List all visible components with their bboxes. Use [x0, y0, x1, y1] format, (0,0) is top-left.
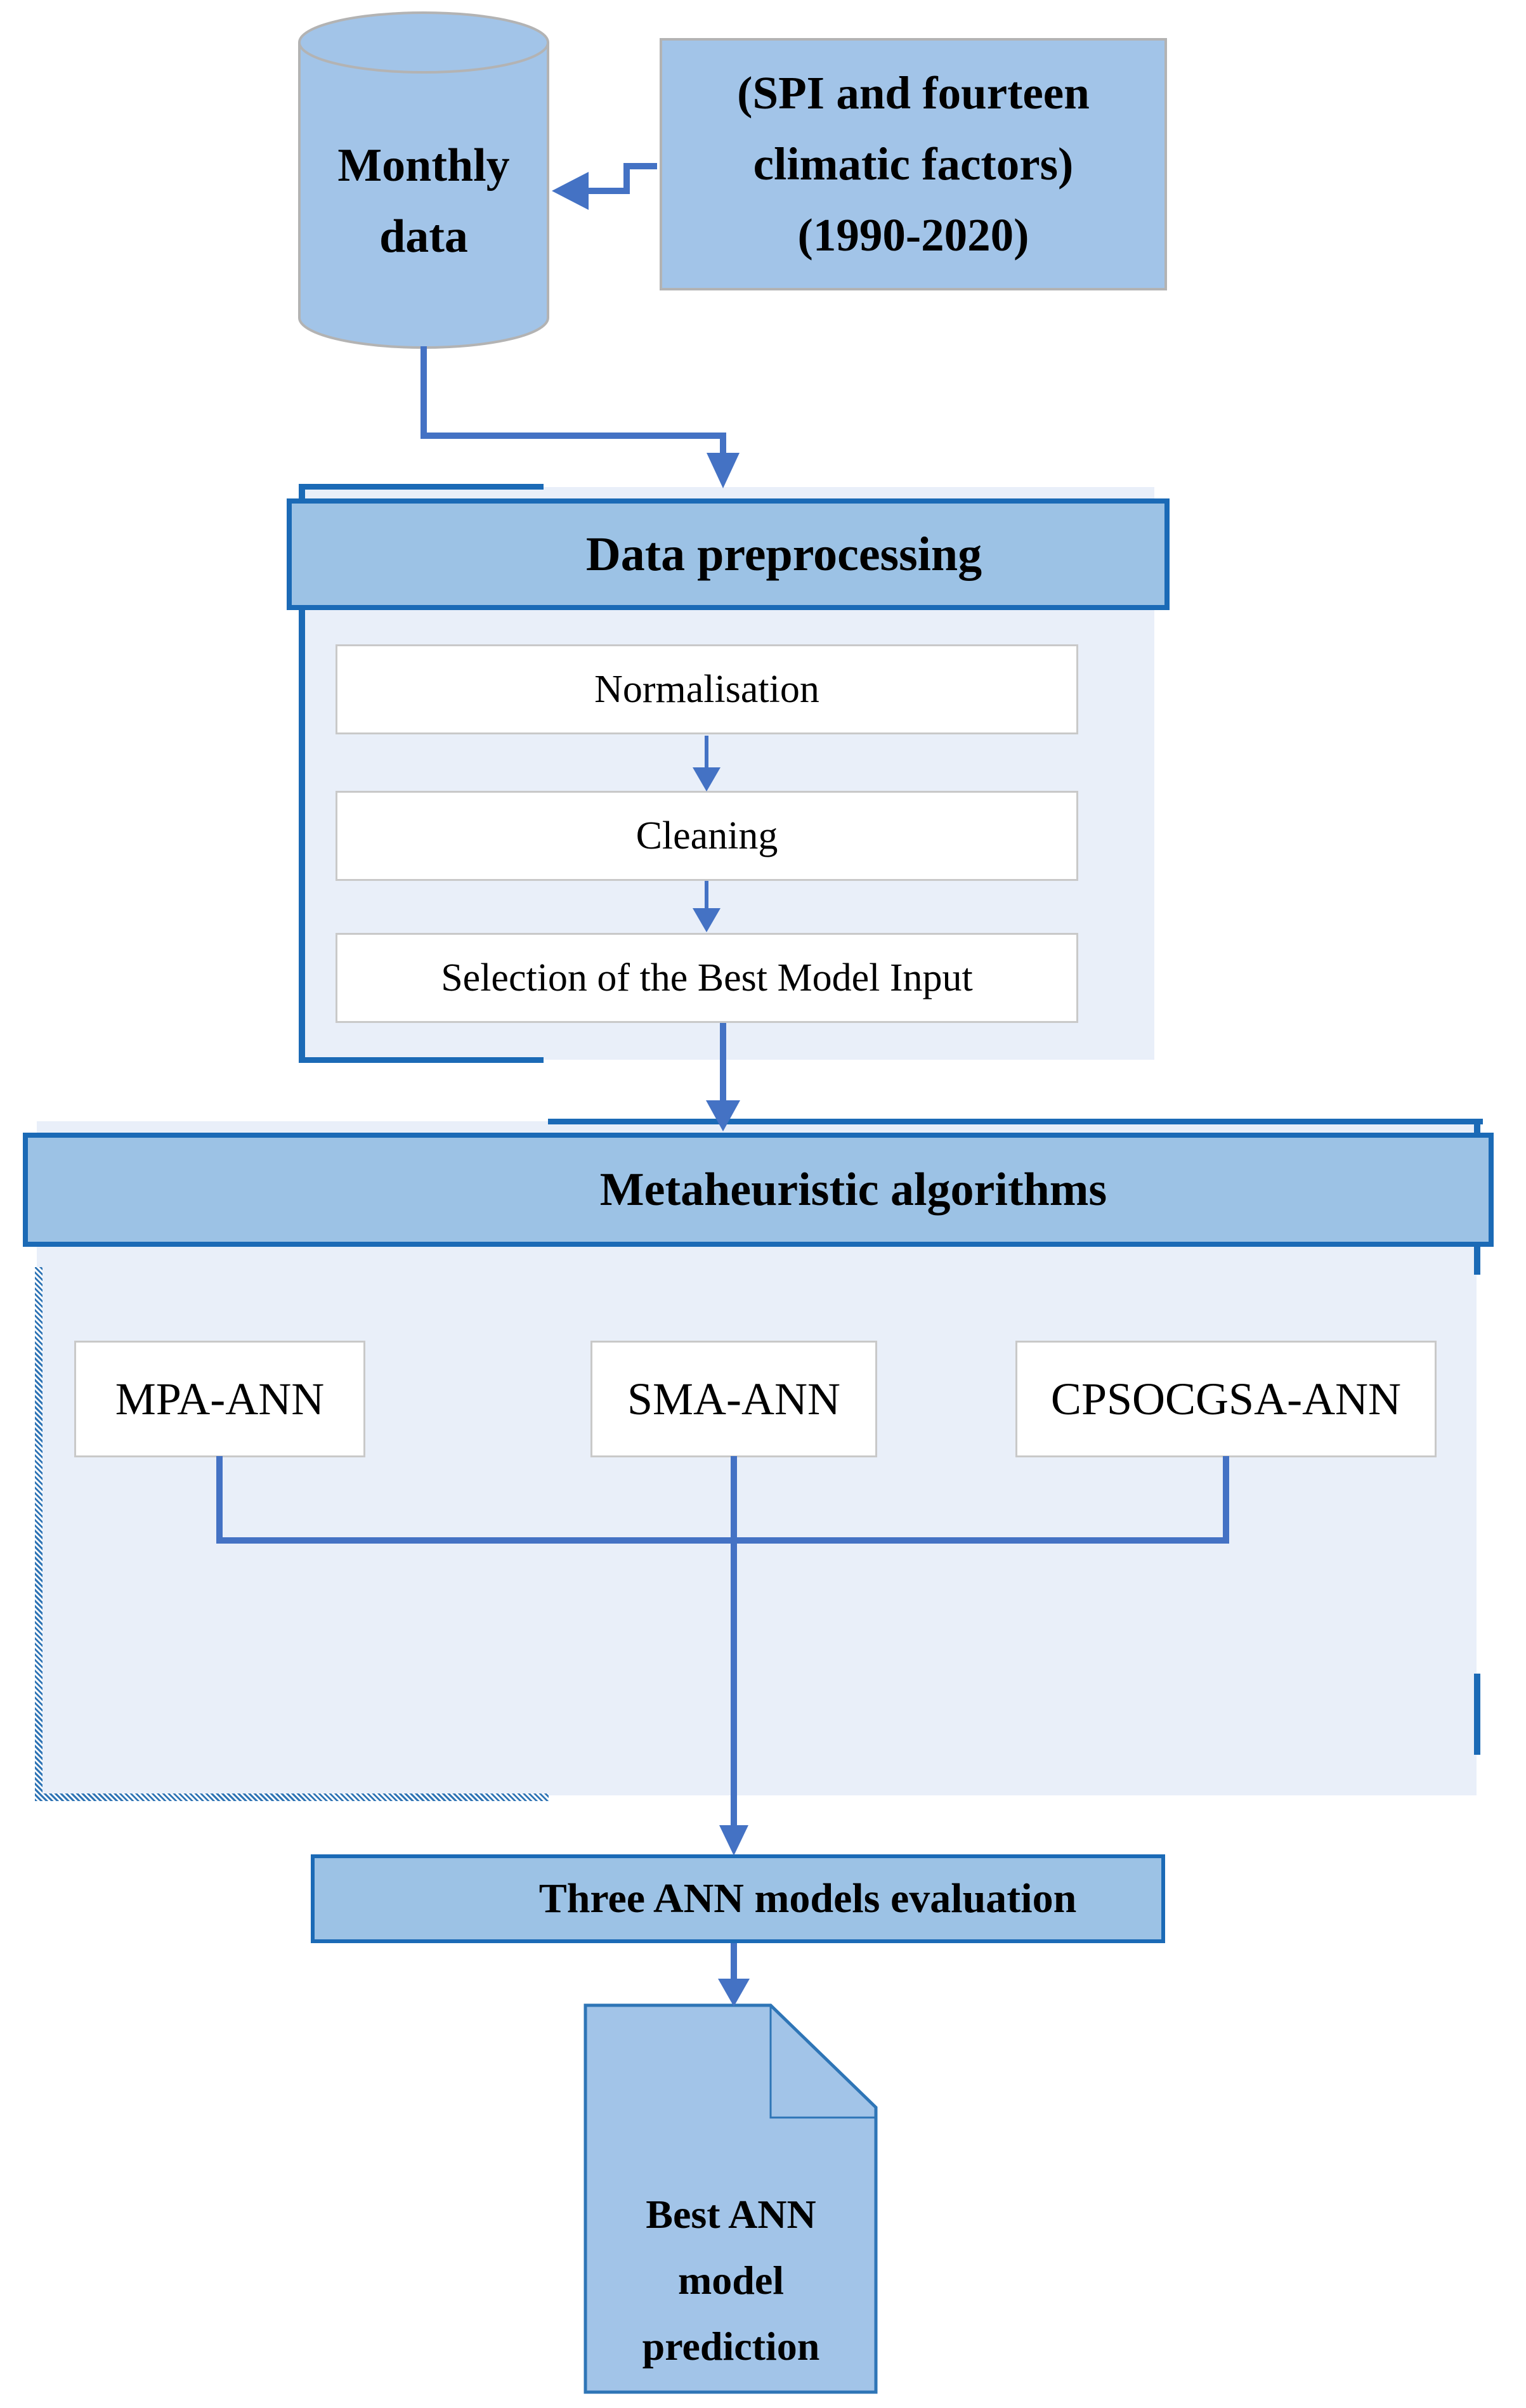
model-box-sma-ann: SMA-ANN [590, 1341, 877, 1457]
preprocessing-title: Data preprocessing [585, 527, 982, 581]
output-doc-line3: prediction [642, 2324, 820, 2369]
input-factors-line1: (SPI and fourteen [737, 67, 1090, 119]
metaheuristic-header: Metaheuristic algorithms [23, 1133, 1494, 1247]
input-factors-line2: climatic factors) [753, 138, 1074, 190]
model-box-mpa-ann: MPA-ANN [74, 1341, 365, 1457]
monthly-data-line2: data [379, 211, 468, 263]
arrow-evaluation-to-document [718, 1943, 750, 2007]
connector-cylinder-to-preprocessing [421, 346, 740, 488]
input-factors-line3: (1990-2020) [797, 209, 1029, 261]
evaluation-label: Three ANN models evaluation [538, 1875, 1077, 1922]
step-cleaning-box: Cleaning [336, 791, 1078, 881]
preprocessing-panel-border-bottom [299, 1057, 544, 1063]
output-document [584, 2003, 878, 2394]
evaluation-bar: Three ANN models evaluation [311, 1854, 1165, 1943]
metaheuristic-title: Metaheuristic algorithms [599, 1163, 1107, 1216]
step-selection-box: Selection of the Best Model Input [336, 933, 1078, 1023]
preprocessing-panel-border-top [299, 484, 544, 490]
output-doc-line2: model [677, 2258, 785, 2303]
input-factors-box: (SPI and fourteen climatic factors) (199… [660, 38, 1167, 290]
preprocessing-panel-border-left [299, 484, 305, 1063]
step-normalisation-box: Normalisation [336, 644, 1078, 734]
model-cpsocgsa-ann-label: CPSOCGSA-ANN [1050, 1373, 1402, 1424]
metaheuristic-panel-pattern-border-left [35, 1267, 42, 1801]
metaheuristic-panel-border-right-b [1474, 1244, 1480, 1275]
model-sma-ann-label: SMA-ANN [627, 1373, 841, 1424]
monthly-data-line1: Monthly [337, 140, 510, 192]
monthly-data-label: Monthly data [316, 130, 531, 272]
metaheuristic-panel-border-right-a [1474, 1119, 1480, 1135]
metaheuristic-panel-border-right-c [1474, 1674, 1480, 1755]
step-cleaning-label: Cleaning [636, 814, 778, 857]
model-mpa-ann-label: MPA-ANN [115, 1373, 325, 1424]
output-document-label: Best ANN model prediction [603, 2182, 859, 2379]
preprocessing-header: Data preprocessing [287, 498, 1170, 610]
arrow-input-to-cylinder [552, 163, 657, 210]
monthly-data-cylinder [298, 11, 549, 349]
model-box-cpsocgsa-ann: CPSOCGSA-ANN [1015, 1341, 1437, 1457]
step-selection-label: Selection of the Best Model Input [441, 956, 973, 999]
output-doc-line1: Best ANN [646, 2192, 816, 2237]
metaheuristic-panel-pattern-border-bottom [35, 1793, 549, 1801]
step-normalisation-label: Normalisation [594, 667, 819, 711]
metaheuristic-panel-border-top [548, 1119, 1483, 1124]
